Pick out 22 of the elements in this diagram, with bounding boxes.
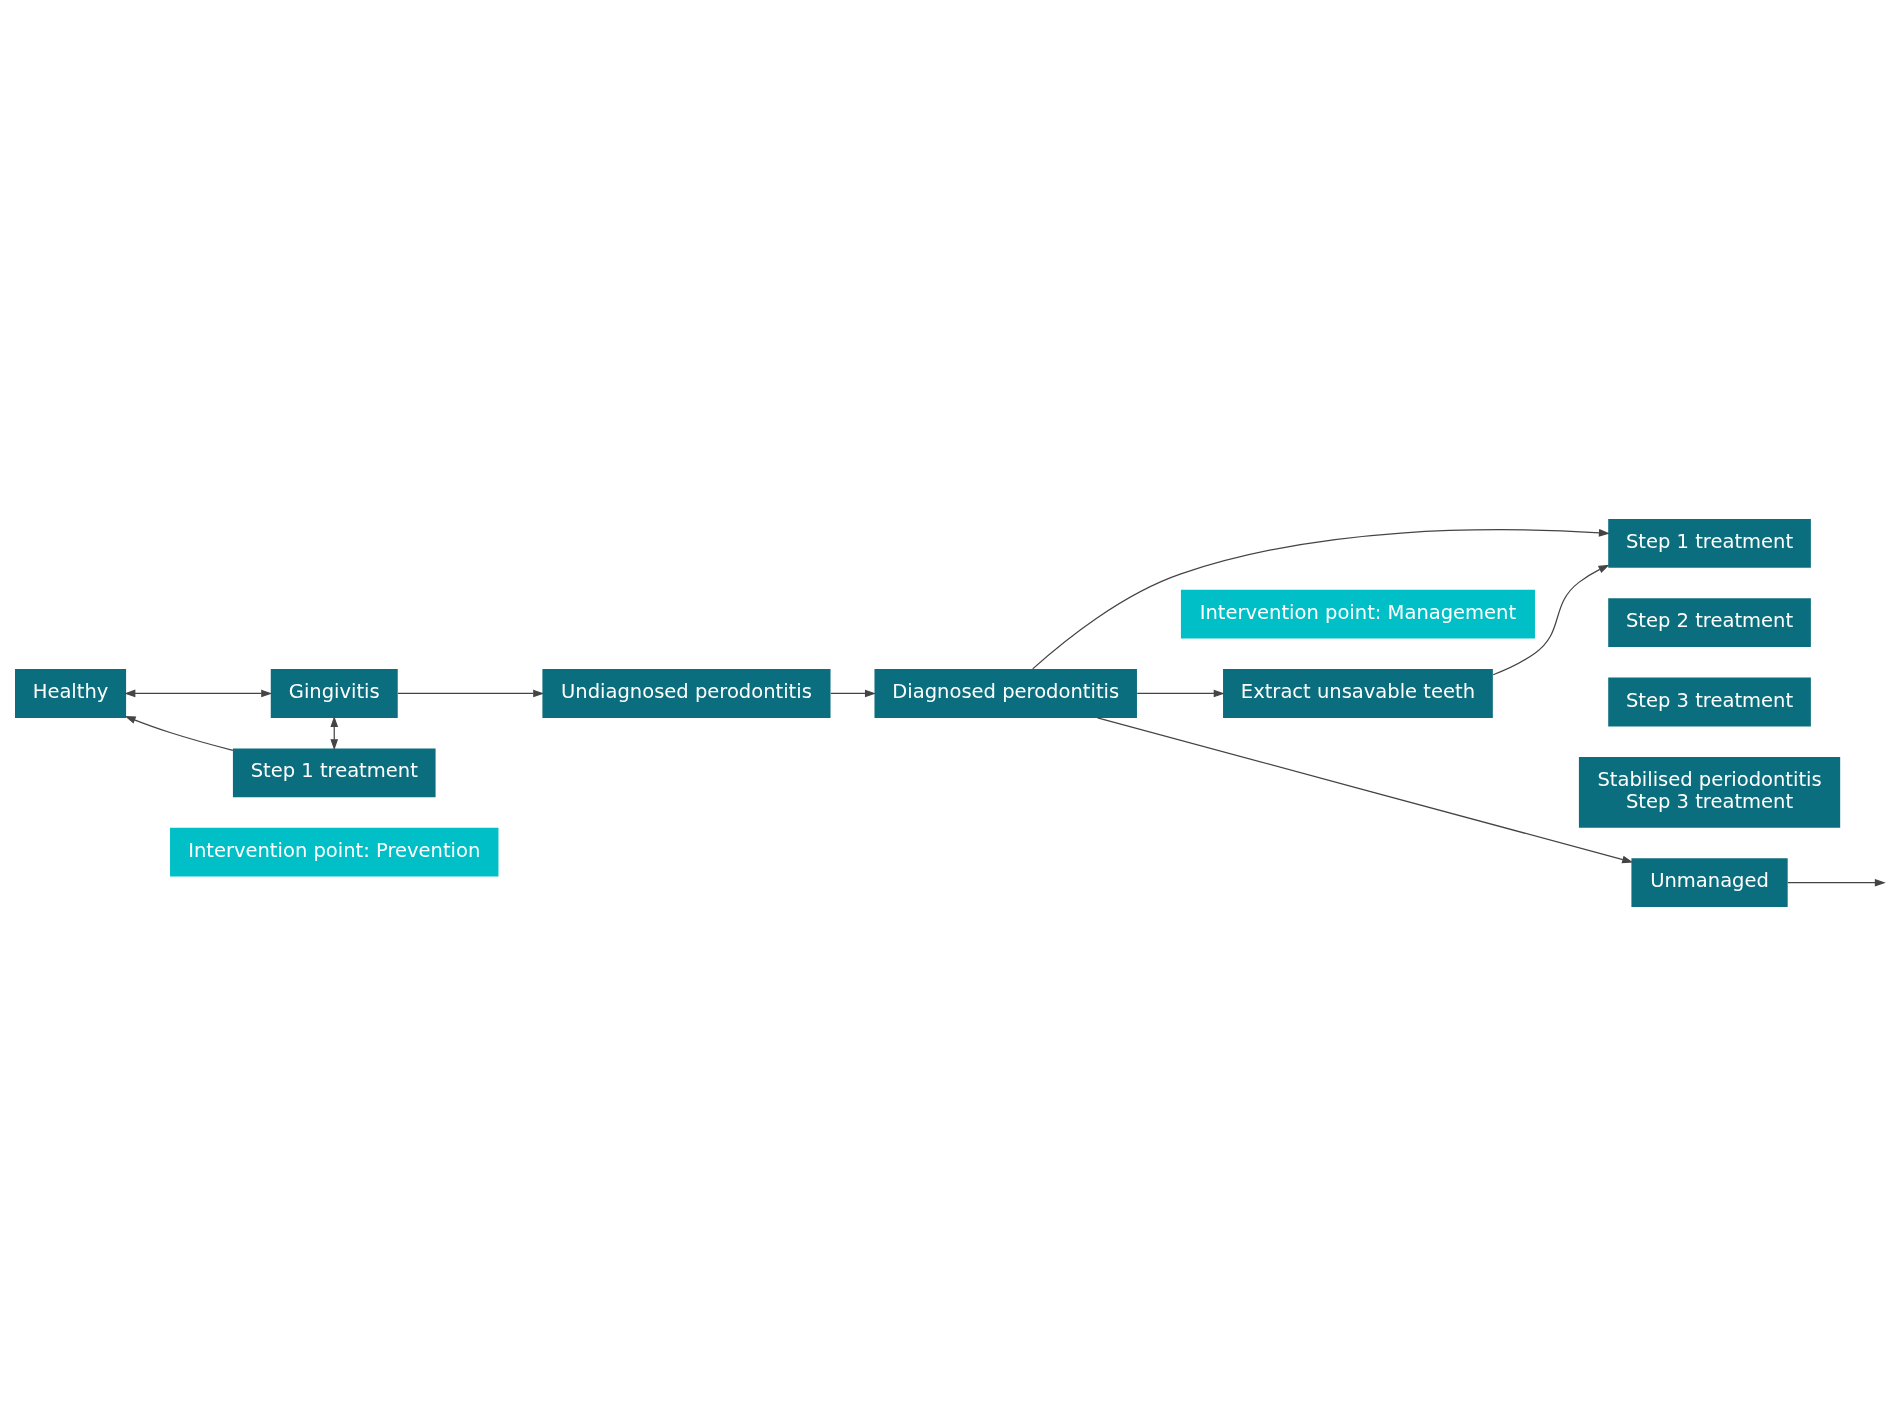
- node-box: Undiagnosed perodontitis: [542, 668, 831, 718]
- arrow: [397, 689, 545, 697]
- node-box: Diagnosed perodontitis: [874, 668, 1137, 718]
- arrow: [124, 715, 234, 751]
- arrow: [1096, 716, 1634, 863]
- node-box: Step 1 treatment: [1608, 518, 1811, 568]
- node-box: Step 2 treatment: [1608, 597, 1811, 647]
- node-box: Step 1 treatment: [232, 747, 436, 797]
- arrow: [124, 689, 273, 697]
- arrow: [1136, 689, 1225, 697]
- node-box: Stabilised periodontitis Step 3 treatment: [1578, 756, 1841, 828]
- node-box: Step 3 treatment: [1608, 677, 1811, 726]
- arrow: [1492, 564, 1610, 675]
- node-box: Extract unsavable teeth: [1223, 668, 1493, 718]
- node-box: Healthy: [15, 668, 127, 718]
- arrow: [1787, 878, 1886, 887]
- node-box: Intervention point: Prevention: [170, 827, 499, 877]
- arrow: [830, 689, 876, 697]
- node-box: Gingivitis: [270, 668, 398, 718]
- arrow: [1032, 528, 1610, 669]
- node-box: Unmanaged: [1631, 857, 1788, 907]
- node-box: Intervention point: Management: [1180, 589, 1535, 639]
